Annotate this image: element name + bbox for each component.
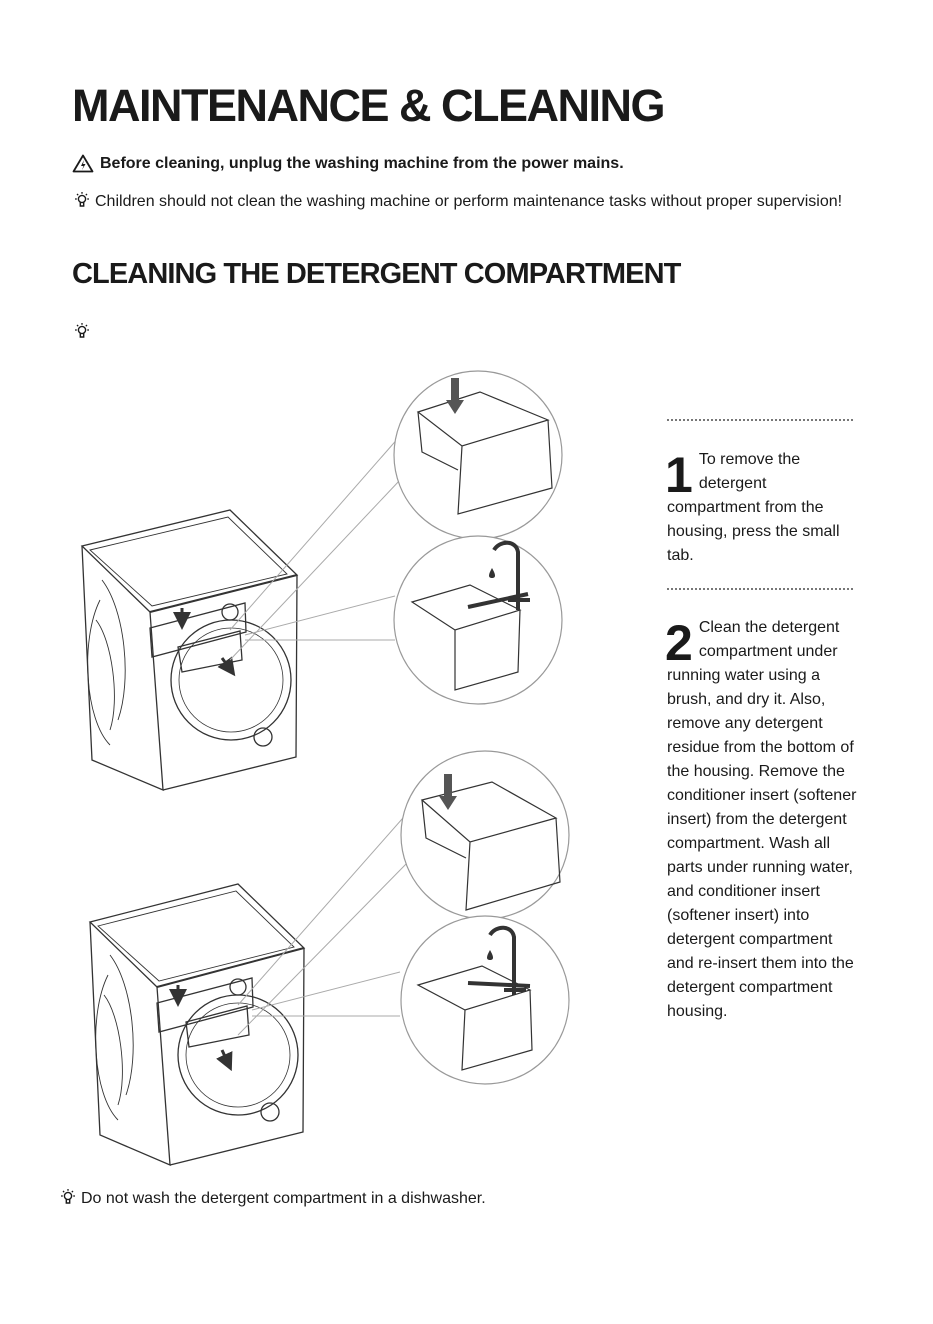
section-tip xyxy=(72,322,92,345)
step-text: To remove the detergent compartment from… xyxy=(667,451,840,564)
step-number: 1 xyxy=(665,447,693,503)
warning-triangle-icon xyxy=(72,154,94,173)
lightbulb-icon xyxy=(61,1189,75,1204)
zoom-detail-remove-insert xyxy=(400,750,570,920)
step-1: 1 To remove the detergent compartment fr… xyxy=(665,447,857,568)
step-2: 2 Clean the detergent compartment under … xyxy=(665,615,857,1024)
supervision-tip-text: Children should not clean the washing ma… xyxy=(95,193,843,210)
zoom-detail-press-tab xyxy=(393,370,563,540)
lightbulb-icon xyxy=(75,323,89,338)
zoom-detail-brush-clean xyxy=(393,535,563,705)
step-text: Clean the detergent compartment under ru… xyxy=(667,619,857,1020)
divider-dotted xyxy=(667,419,853,421)
section-title: CLEANING THE DETERGENT COMPARTMENT xyxy=(72,258,681,290)
page-title: MAINTENANCE & CLEANING xyxy=(72,80,666,131)
dishwasher-tip-text: Do not wash the detergent compartment in… xyxy=(81,1190,486,1207)
lightbulb-icon xyxy=(75,192,89,207)
step-number: 2 xyxy=(665,615,693,671)
divider-dotted xyxy=(667,588,853,590)
unplug-warning-text: Before cleaning, unplug the washing mach… xyxy=(100,154,624,172)
dishwasher-tip: Do not wash the detergent compartment in… xyxy=(58,1188,486,1208)
washing-machine-illustration xyxy=(80,435,401,792)
zoom-detail-wash-parts xyxy=(400,915,570,1085)
washing-machine-illustration xyxy=(88,809,411,1167)
supervision-tip: Children should not clean the washing ma… xyxy=(72,190,852,214)
unplug-warning: Before cleaning, unplug the washing mach… xyxy=(72,154,624,173)
